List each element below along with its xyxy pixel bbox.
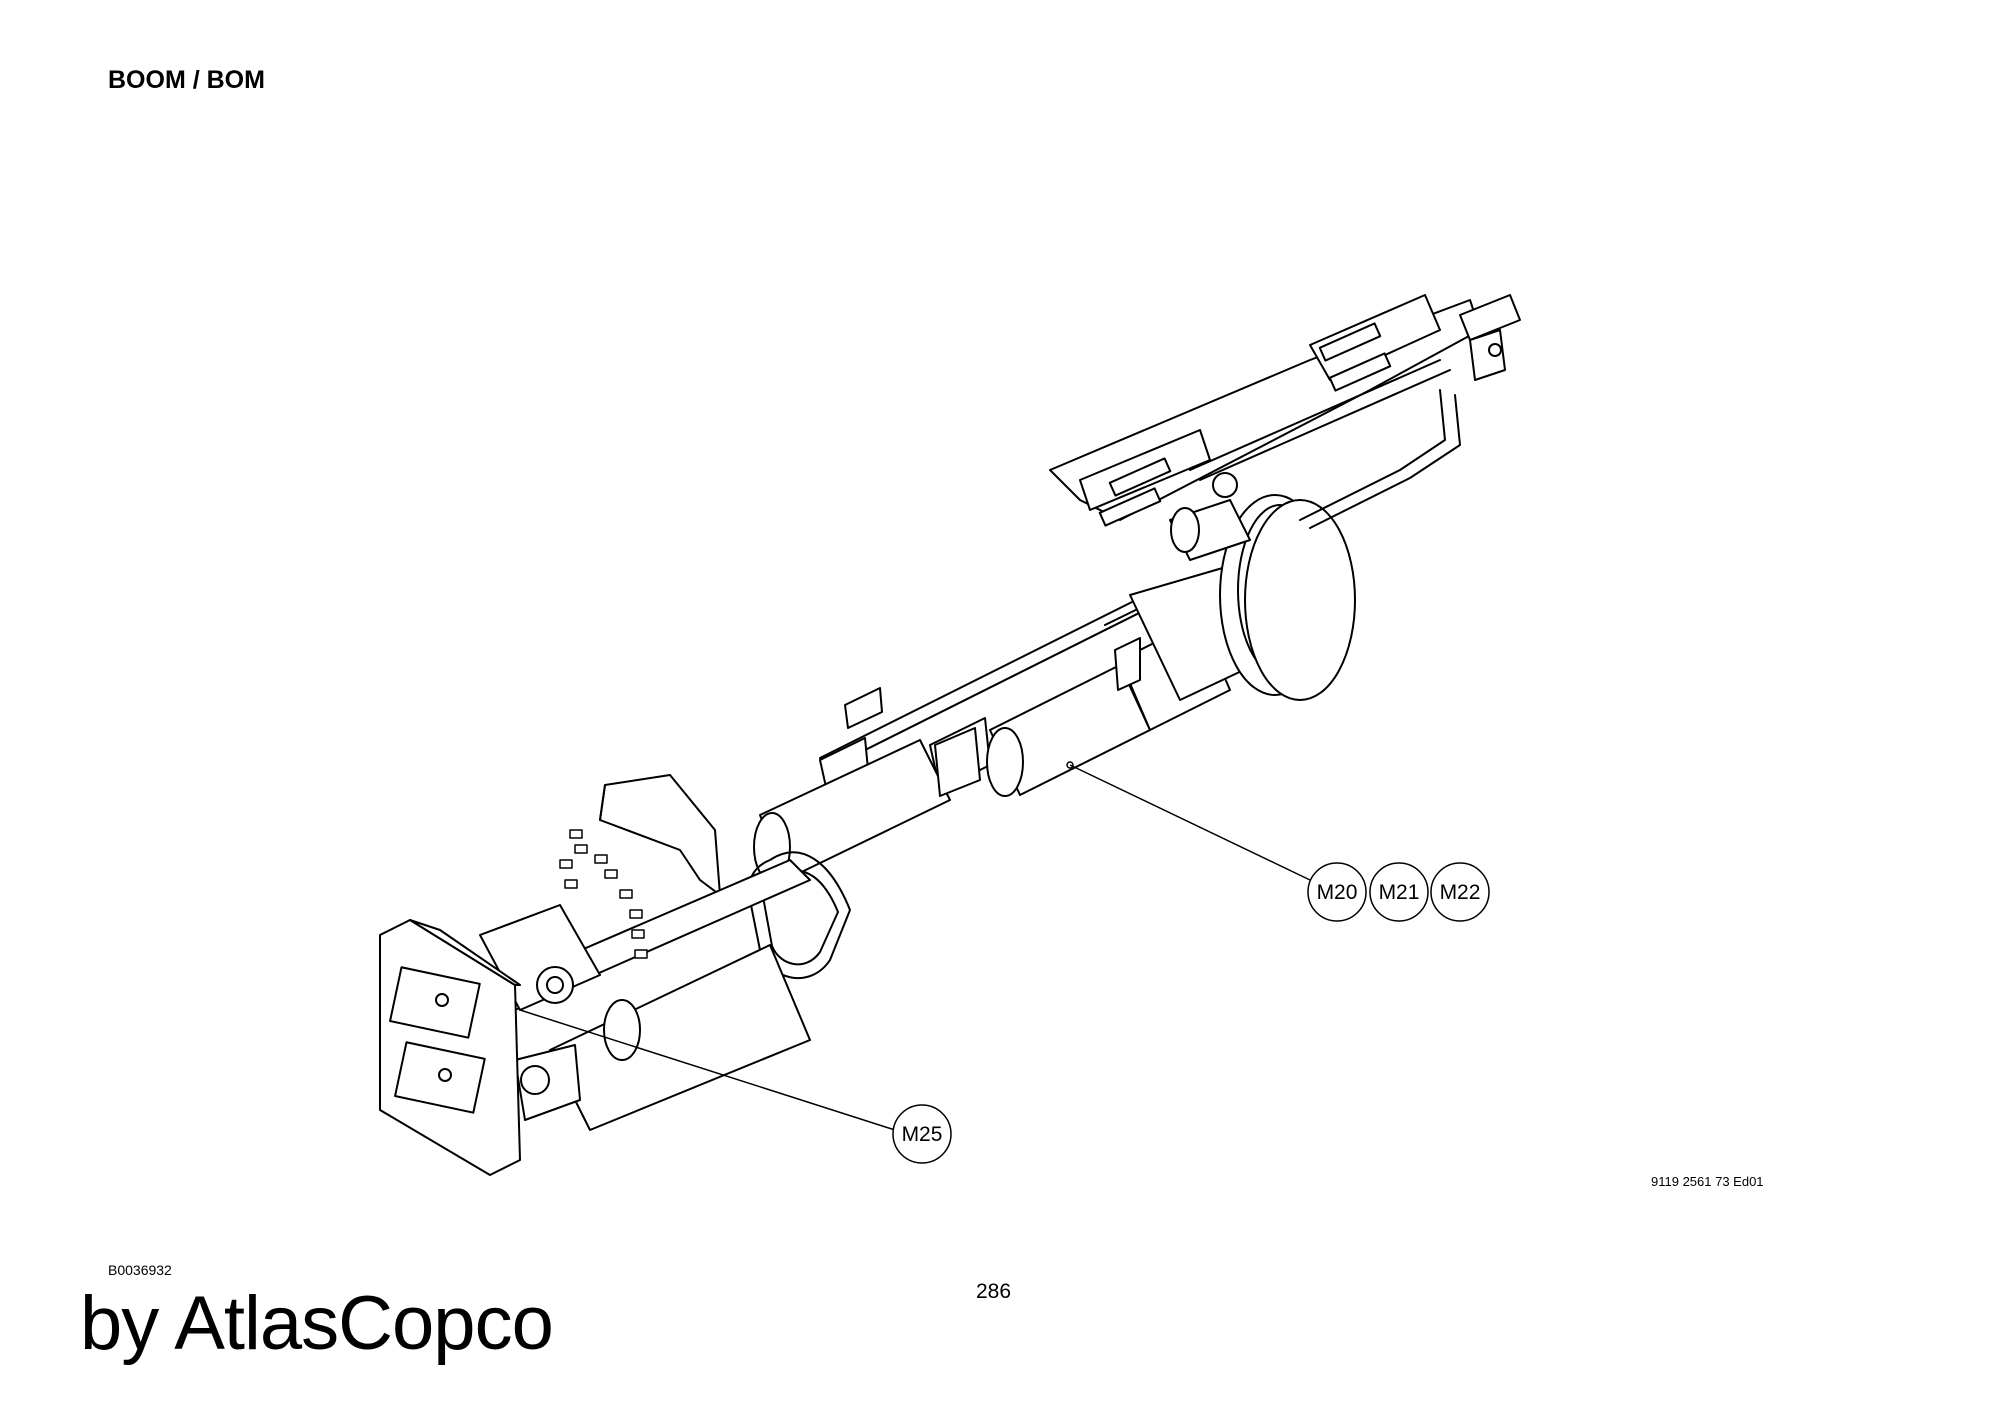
callout-label: M21 [1379,881,1420,904]
callout-m20 [1307,862,1367,922]
drawing-number: 9119 2561 73 Ed01 [1651,1174,1764,1189]
image-code: B0036932 [108,1262,172,1278]
callout-m21 [1369,862,1429,922]
leader-m25 [519,1009,896,1131]
hose-chain [559,829,648,959]
callout-m25 [892,1104,952,1164]
page-number: 286 [976,1280,1012,1303]
beam-bracket [844,687,883,729]
callout-label: M22 [1440,881,1481,904]
guide-plate [599,774,721,896]
page-title: BOOM / BOM [108,66,265,94]
atlas-copco-watermark: by AtlasCopco [80,1281,554,1366]
callout-label: M20 [1317,881,1358,904]
lift-cylinder [549,944,811,1131]
head-end-bracket [1459,294,1521,341]
callout-label: M25 [902,1123,943,1146]
callout-m22 [1430,862,1490,922]
leader-m20 [1069,764,1311,881]
